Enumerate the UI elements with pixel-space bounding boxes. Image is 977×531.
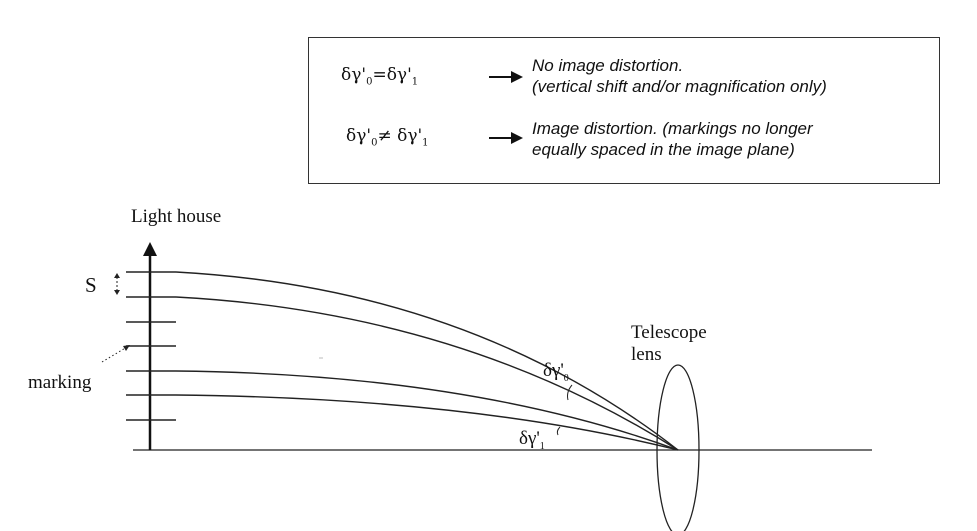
- telescope-lens: [656, 364, 700, 531]
- symbol-part: =δγ': [372, 65, 412, 85]
- marking-label: marking: [28, 372, 92, 393]
- telescope-label-line: lens: [631, 343, 662, 365]
- marking-pointer: [101, 345, 130, 363]
- telescope-label-line: Telescope: [631, 322, 707, 343]
- spacing-label: S: [85, 273, 97, 297]
- symbol-part: ≠ δγ': [377, 126, 423, 146]
- legend-line: No image distortion.: [532, 56, 684, 75]
- legend-line: Image distortion. (markings no longer: [532, 119, 813, 138]
- legend-box: δγ'0=δγ'1 No image distortion. (vertical…: [308, 37, 940, 184]
- symbol-part: δγ': [346, 126, 372, 146]
- angle-label-sub: 0: [563, 372, 569, 384]
- angle-label-base: δγ': [519, 428, 540, 449]
- angle-arc-0: [567, 384, 573, 401]
- symbol-sub: 0: [366, 76, 373, 88]
- legend-symbol-equal: δγ'0=δγ'1: [341, 65, 418, 87]
- angle-label-base: δγ': [543, 360, 564, 381]
- legend-line: (vertical shift and/or magnification onl…: [532, 77, 827, 96]
- right-arrow-icon: [489, 132, 523, 144]
- lighthouse-arrowhead: [143, 242, 157, 256]
- symbol-sub: 0: [371, 137, 378, 149]
- angle-label-1: δγ'1: [519, 428, 545, 452]
- lighthouse-label: Light house: [131, 206, 222, 227]
- angle-label-0: δγ'0: [543, 360, 569, 384]
- ray-second: [175, 296, 679, 451]
- angle-arc-1: [556, 426, 561, 436]
- ray-third: [175, 370, 679, 451]
- symbol-part: δγ': [341, 65, 367, 85]
- angle-label-sub: 1: [539, 440, 545, 452]
- symbol-sub: 1: [411, 76, 419, 88]
- ray-fourth: [175, 394, 679, 451]
- lighthouse-markings: [126, 271, 176, 421]
- legend-text-no-distortion: No image distortion. (vertical shift and…: [532, 55, 827, 97]
- telescope-lens-label: Telescope lens: [631, 322, 707, 366]
- right-arrow-icon: [489, 71, 523, 83]
- light-rays: [175, 271, 679, 451]
- legend-text-distortion: Image distortion. (markings no longer eq…: [532, 118, 813, 160]
- spacing-arrow: [114, 273, 120, 295]
- symbol-sub: 1: [422, 137, 429, 149]
- legend-line: equally spaced in the image plane): [532, 140, 795, 159]
- ray-top: [175, 271, 679, 451]
- legend-symbol-notequal: δγ'0≠ δγ'1: [346, 126, 429, 148]
